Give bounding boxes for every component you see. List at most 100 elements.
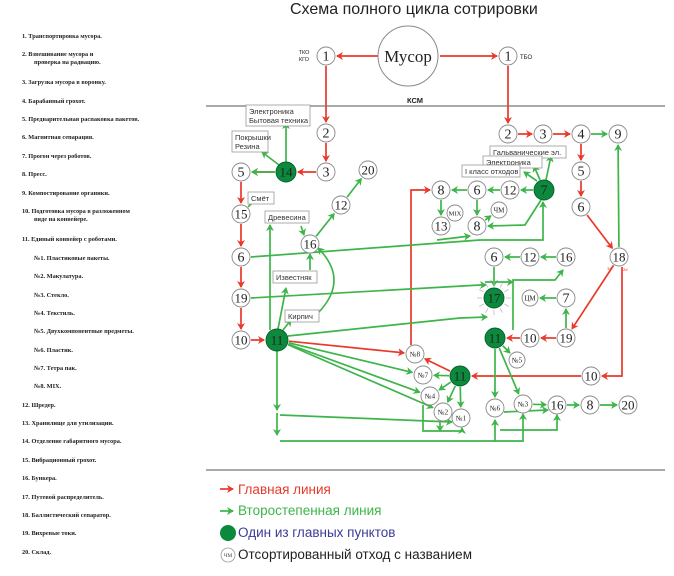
secondary-arrow-L11-Cn4	[287, 343, 421, 394]
key-main-point-label: Один из главных пунктов	[238, 525, 396, 540]
node-label-Cn2: №2	[438, 409, 449, 417]
node-M11	[484, 327, 506, 349]
node-R7	[533, 179, 555, 201]
tag-tbo: ТБО	[520, 55, 533, 61]
node-label-R13: 13	[435, 219, 448, 234]
node-Mn5	[508, 351, 526, 369]
box-smet-text: Смёт	[251, 194, 270, 203]
node-L6	[231, 247, 251, 267]
secondary-line-edges	[220, 122, 623, 515]
box-electronics-text: Электроника	[486, 158, 532, 167]
tag-kgo: КГО	[299, 57, 310, 63]
node-label-C11: 11	[454, 369, 467, 384]
legend-item: №2. Макулатура.	[34, 273, 84, 280]
node-Cn4	[420, 386, 440, 406]
node-label-R6b: 6	[474, 184, 481, 199]
node-R8b	[467, 216, 487, 236]
legend-item: 10. Подготовка мусора в разложенном	[22, 208, 130, 215]
secondary-arrow-C11-Cn2	[446, 385, 457, 403]
node-R9	[608, 124, 628, 144]
box-limestone	[272, 270, 318, 284]
legend-item: 4. Барабанный грохот.	[22, 98, 86, 105]
node-label-R10: 10	[585, 369, 598, 384]
distributor-ray	[479, 303, 484, 307]
node-R8a	[431, 180, 451, 200]
node-label-R5: 5	[578, 165, 585, 180]
key-secondary-line-label: Второстепенная линия	[238, 503, 382, 518]
node-R3	[533, 124, 553, 144]
node-Cn7	[413, 365, 433, 385]
node-L2	[316, 123, 336, 143]
node-M16	[556, 247, 576, 267]
node-M17	[483, 287, 505, 309]
node-label-L11: 11	[271, 333, 284, 348]
node-label-B8: 8	[587, 399, 594, 414]
node-R4	[571, 124, 591, 144]
distributor-ray	[499, 283, 503, 288]
node-Cn2	[433, 402, 453, 422]
secondary-arrow-11-limestone	[277, 287, 289, 330]
secondary-arrow-8b	[436, 232, 471, 241]
node-L5	[231, 162, 251, 182]
node-label-B16: 16	[551, 398, 565, 413]
node-R6b	[467, 180, 487, 200]
node-M7	[556, 288, 576, 308]
node-label-L12: 12	[335, 198, 348, 213]
node-label-Bn3: №3	[518, 401, 529, 409]
node-label-L5: 5	[238, 166, 245, 181]
legend-item: 7. Прогон через роботов.	[22, 153, 92, 160]
main-arrow-R6-R18	[586, 214, 614, 250]
tag-tko: ТКО	[299, 50, 311, 56]
secondary-arrow-bottom-n3	[495, 413, 527, 442]
box-tires-text: Резина	[235, 142, 260, 151]
legend-item: 19. Вихревые токи.	[22, 530, 77, 537]
box-class1	[461, 164, 521, 178]
box-limestone-text: Известняк	[276, 273, 312, 282]
secondary-arrow-to-16	[512, 269, 564, 330]
legend-item: 3. Загрузка мусора в воронку.	[22, 79, 106, 86]
source-label: Мусор	[384, 47, 432, 66]
node-R2	[498, 124, 518, 144]
secondary-arrow-7-8b	[487, 199, 542, 230]
legend-item: 17. Путевой распределитель.	[22, 494, 104, 501]
key-sorted-waste-sample: ЧМ	[224, 553, 233, 559]
ballistic-tag-3d: 3d	[607, 266, 612, 271]
node-M10	[520, 328, 540, 348]
legend-item: виде на конвейере.	[34, 216, 88, 223]
node-Bn3	[513, 394, 533, 414]
node-RCHM	[490, 201, 508, 219]
ballistic-tag-2d: 2d	[623, 267, 628, 272]
distributor-ray	[499, 308, 503, 313]
node-label-M16: 16	[560, 250, 574, 265]
diagram-title: Схема полного цикла сотрировки	[290, 1, 538, 18]
legend-item: 8. Пресс.	[22, 171, 47, 178]
node-label-M10: 10	[524, 331, 537, 346]
node-label-M12: 12	[524, 250, 537, 265]
distributor-ray	[504, 303, 509, 307]
legend-item: №6. Пластик.	[34, 347, 73, 354]
box-tires-text: Покрышки	[235, 133, 271, 142]
node-R13	[431, 216, 451, 236]
secondary-arrow-19-17	[250, 281, 487, 299]
node-label-R18: 18	[613, 250, 626, 265]
node-n1L	[316, 46, 336, 66]
box-wood-text: Древесина	[268, 213, 307, 222]
secondary-arrow-11-17	[287, 313, 488, 337]
node-label-R8b: 8	[474, 220, 481, 235]
node-L11	[265, 328, 289, 352]
legend-item: 2. Взвешивание мусора и	[22, 51, 94, 58]
node-label-M6: 6	[491, 251, 498, 266]
node-B20	[618, 395, 638, 415]
node-L16	[300, 234, 320, 254]
node-label-M11: 11	[489, 331, 502, 346]
legend-item: 14. Отделение габаритного мусора.	[22, 438, 122, 445]
legend-item: №4. Текстиль.	[34, 310, 75, 317]
box-tires	[231, 130, 269, 153]
secondary-arrow-L16-L12	[315, 212, 335, 237]
node-L12	[331, 195, 351, 215]
node-label-R2: 2	[505, 128, 512, 143]
distributor-ray	[485, 308, 489, 313]
